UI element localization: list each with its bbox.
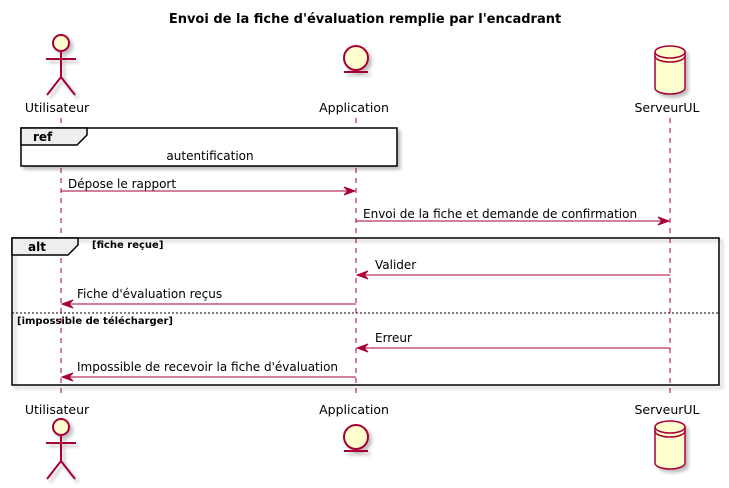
- arrowhead-erreur: [355, 343, 369, 353]
- arrowhead-fiche-recus: [60, 299, 74, 309]
- message-label-fiche-recus: Fiche d'évaluation reçus: [77, 287, 222, 301]
- diagram-title: Envoi de la fiche d'évaluation remplie p…: [169, 12, 561, 27]
- arrowhead-envoi: [657, 216, 671, 226]
- alt-frame: alt [fiche reçue] [impossible de télécha…: [11, 237, 720, 386]
- database-icon-bottom: [654, 420, 686, 470]
- alt-guard-impossible: [impossible de télécharger]: [17, 315, 173, 327]
- participant-label-server-bottom: ServeurUL: [634, 402, 699, 417]
- participant-label-user-bottom: Utilisateur: [25, 402, 90, 417]
- alt-guard-received: [fiche reçue]: [92, 240, 163, 251]
- message-label-depose: Dépose le rapport: [68, 177, 176, 191]
- message-label-impossible: Impossible de recevoir la fiche d'évalua…: [77, 360, 338, 374]
- database-icon-top: [654, 45, 686, 95]
- participant-label-app-bottom: Application: [319, 402, 389, 417]
- arrowhead-valider: [355, 270, 369, 280]
- ref-frame-tag: ref: [33, 130, 53, 144]
- message-label-envoi: Envoi de la fiche et demande de confirma…: [363, 207, 637, 221]
- participant-label-server-top: ServeurUL: [634, 100, 699, 115]
- message-label-erreur: Erreur: [375, 331, 412, 345]
- arrowhead-impossible: [60, 372, 74, 382]
- ref-frame: ref autentification: [20, 127, 398, 167]
- message-label-valider: Valider: [375, 258, 416, 272]
- actor-icon-bottom: [46, 418, 76, 480]
- entity-icon-bottom: [343, 424, 369, 452]
- entity-icon-top: [343, 45, 369, 73]
- actor-icon-top: [46, 34, 76, 96]
- alt-frame-tag: alt: [28, 240, 46, 254]
- arrowhead-depose: [343, 186, 357, 196]
- participant-label-user-top: Utilisateur: [25, 100, 90, 115]
- participant-label-app-top: Application: [319, 100, 389, 115]
- ref-frame-label: autentification: [166, 149, 253, 163]
